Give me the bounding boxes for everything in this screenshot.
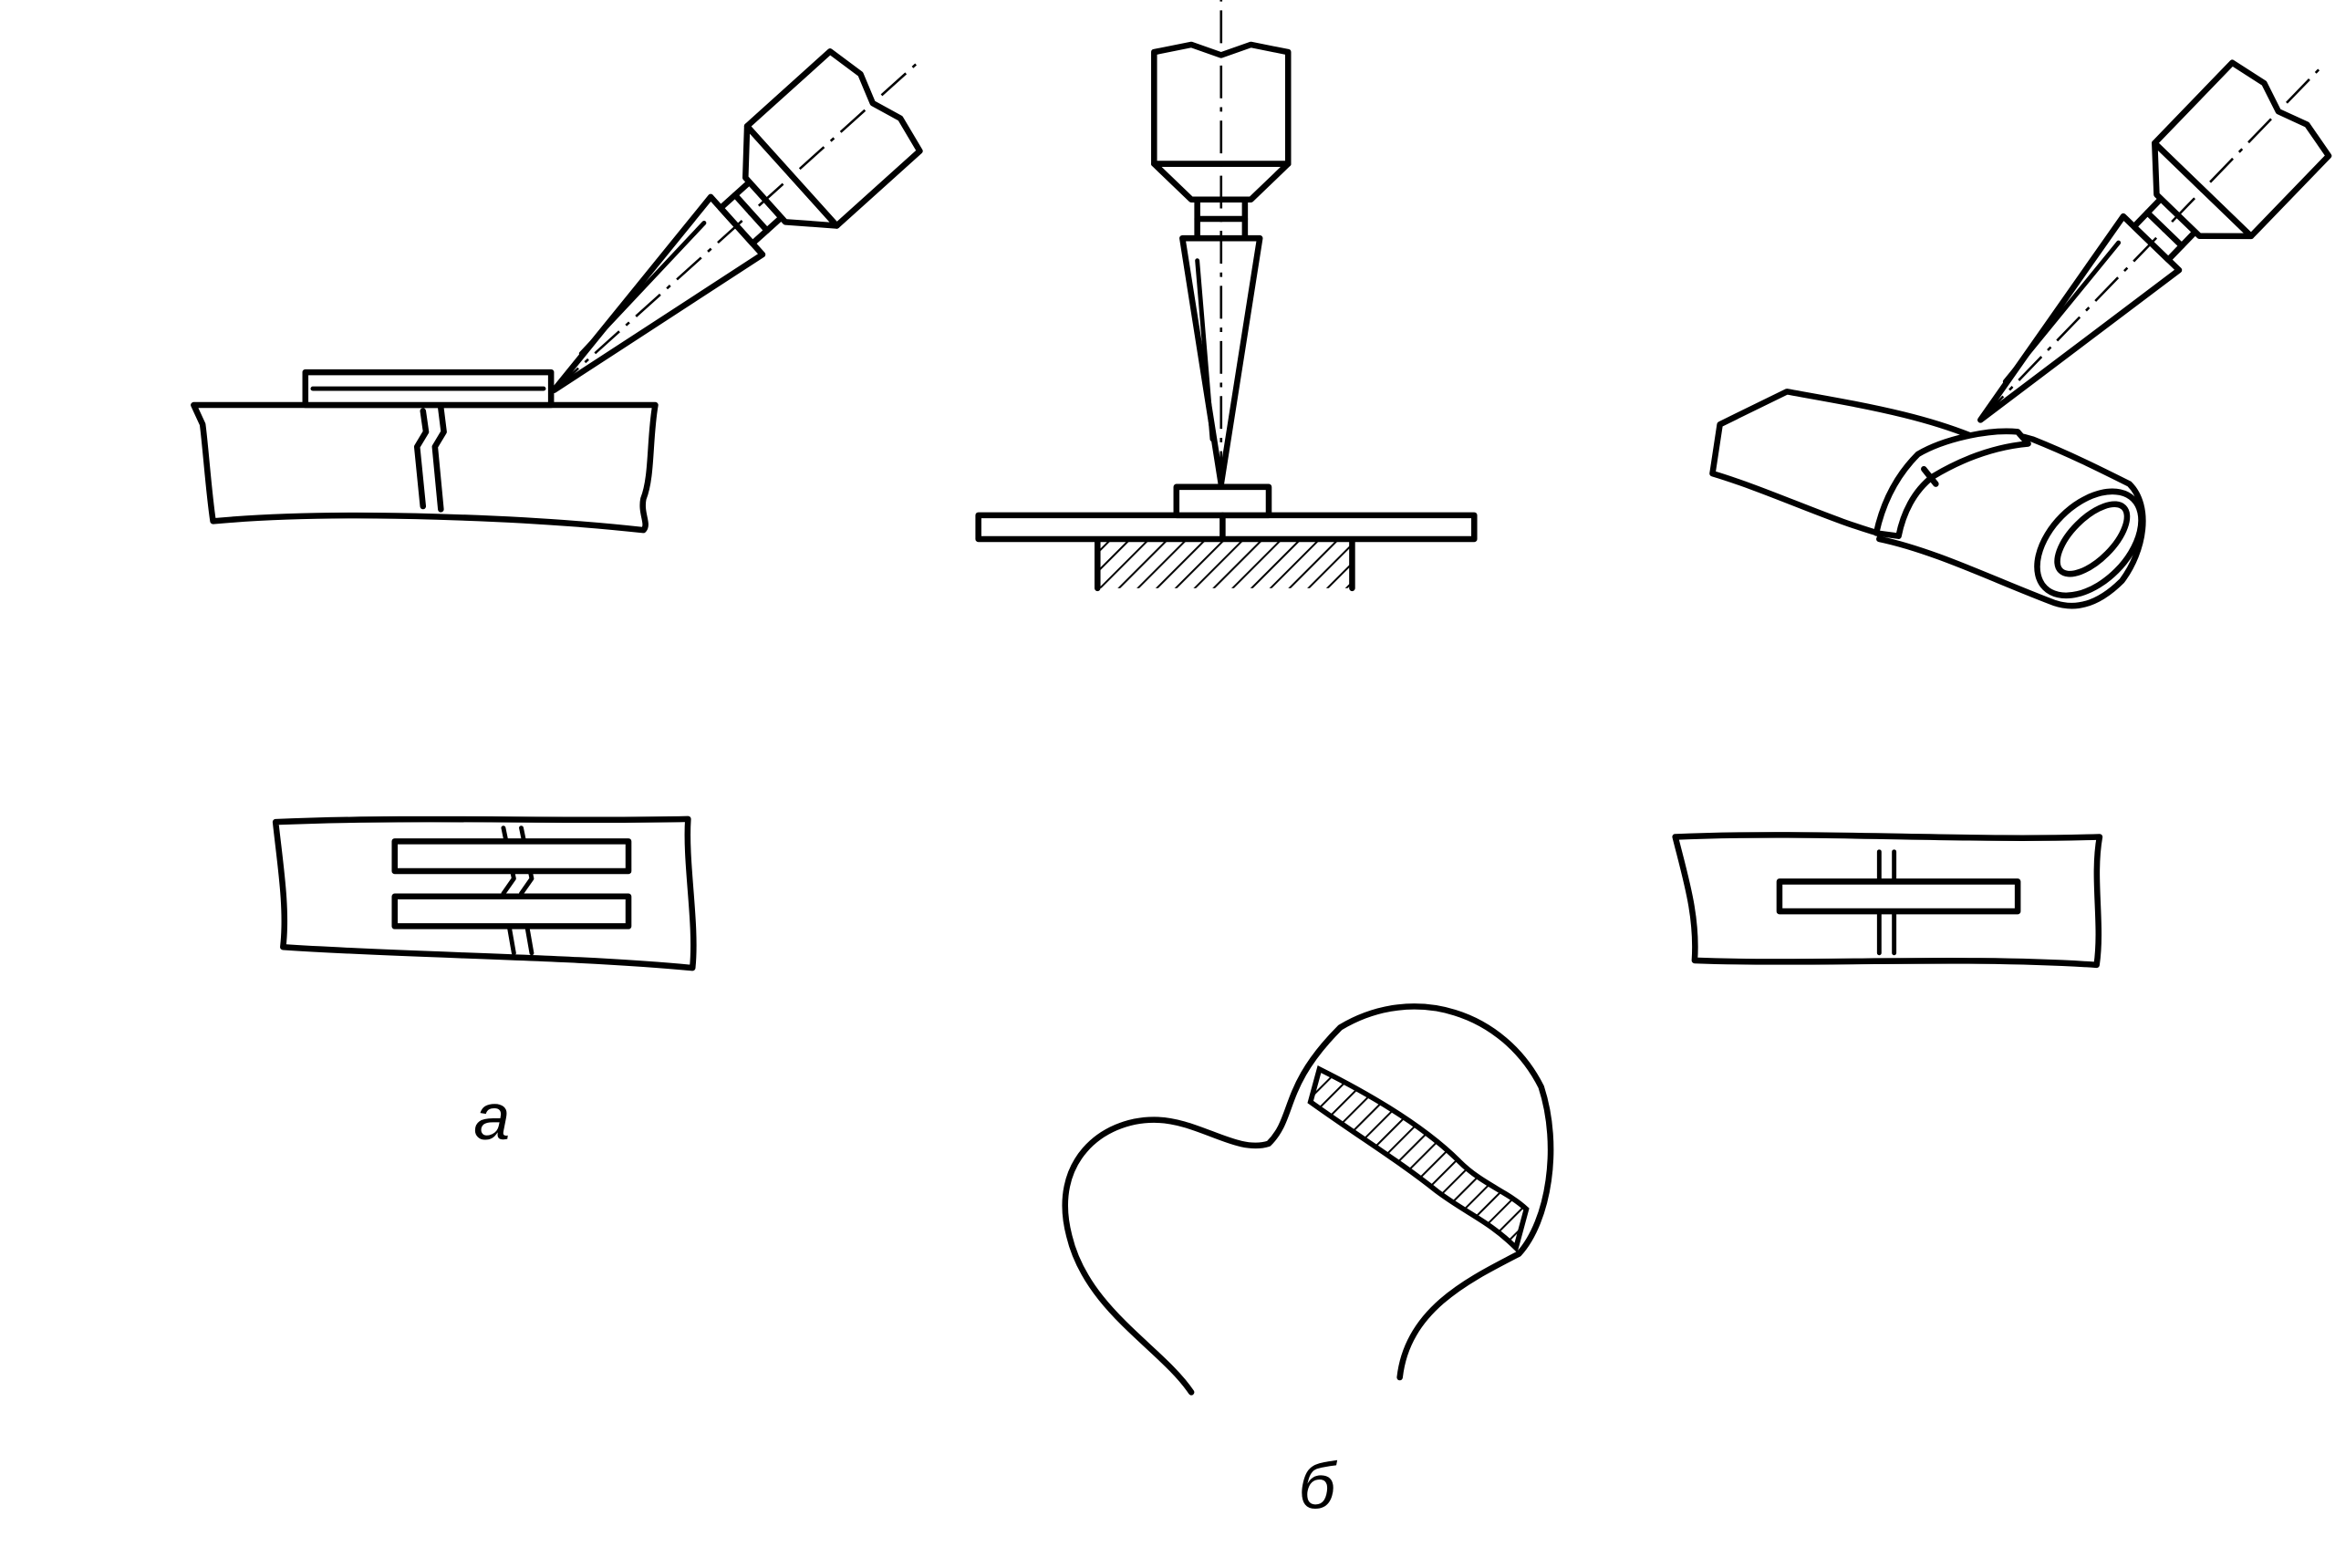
welding-torch-right (1932, 20, 2335, 467)
bottom-right-view (1672, 832, 2103, 969)
top-right-assembly (1709, 20, 2335, 609)
support-block (1097, 538, 1353, 588)
bottom-left-view (272, 815, 697, 971)
tube-opening-inner (2054, 501, 2131, 577)
plate-1 (391, 838, 632, 875)
base-bar (191, 401, 659, 534)
welding-torch-middle (1154, 0, 1288, 484)
plate (1776, 878, 2021, 915)
top-middle-assembly (975, 0, 1478, 592)
label-b: б (1299, 1450, 1338, 1523)
welding-torch-left (509, 12, 964, 441)
base-plate (975, 512, 1478, 543)
label-a: а (473, 1081, 510, 1154)
bone-shape (1062, 1003, 1554, 1396)
top-left-assembly (191, 12, 964, 534)
plate-2 (391, 893, 632, 929)
small-part (1173, 483, 1272, 519)
break-line (413, 405, 447, 513)
weld-seam (1307, 1065, 1530, 1253)
